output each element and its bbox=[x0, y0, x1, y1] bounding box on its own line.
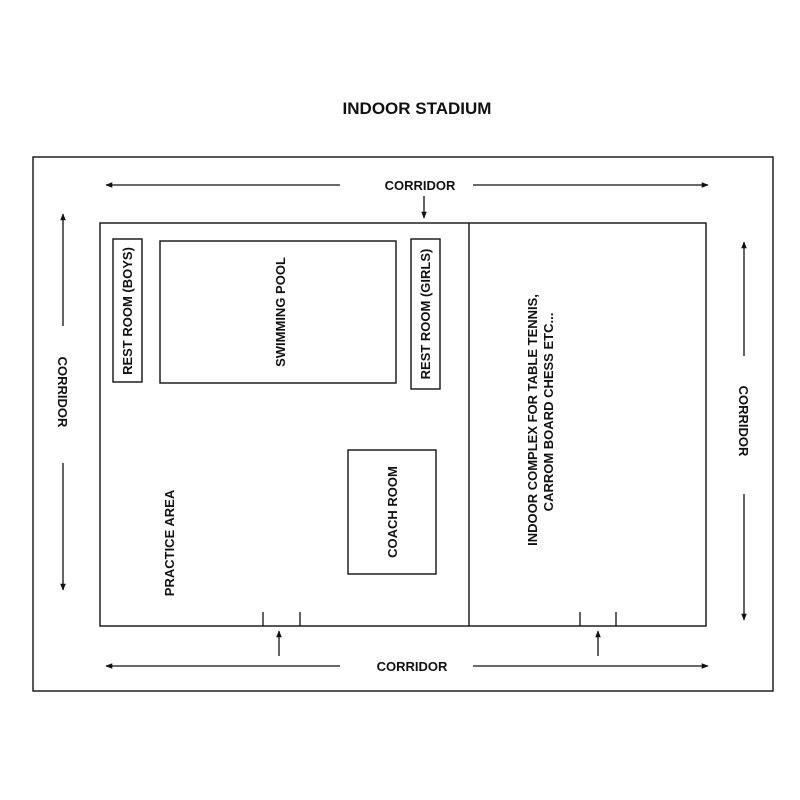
indoor-complex-label-line2: CARROM BOARD CHESS ETC... bbox=[541, 313, 556, 512]
rest-room-boys-label: REST ROOM (BOYS) bbox=[120, 247, 135, 375]
top-corridor-label: CORRIDOR bbox=[385, 178, 456, 193]
practice-area-label: PRACTICE AREA bbox=[162, 489, 177, 596]
rest-room-girls-label: REST ROOM (GIRLS) bbox=[418, 249, 433, 380]
rest-room-boys bbox=[112, 238, 143, 383]
right-corridor-label: CORRIDOR bbox=[736, 386, 751, 457]
bottom-corridor-label: CORRIDOR bbox=[377, 659, 448, 674]
left-corridor-label: CORRIDOR bbox=[55, 357, 70, 428]
swimming-pool-label: SWIMMING POOL bbox=[273, 257, 288, 367]
swimming-pool bbox=[159, 240, 397, 384]
coach-room-label: COACH ROOM bbox=[385, 466, 400, 558]
coach-room bbox=[347, 449, 437, 575]
outer-boundary bbox=[32, 156, 774, 692]
rest-room-girls bbox=[410, 238, 441, 390]
indoor-complex-label-line1: INDOOR COMPLEX FOR TABLE TENNIS, bbox=[525, 294, 540, 546]
inner-building bbox=[99, 222, 707, 627]
diagram-title: INDOOR STADIUM bbox=[343, 99, 492, 118]
